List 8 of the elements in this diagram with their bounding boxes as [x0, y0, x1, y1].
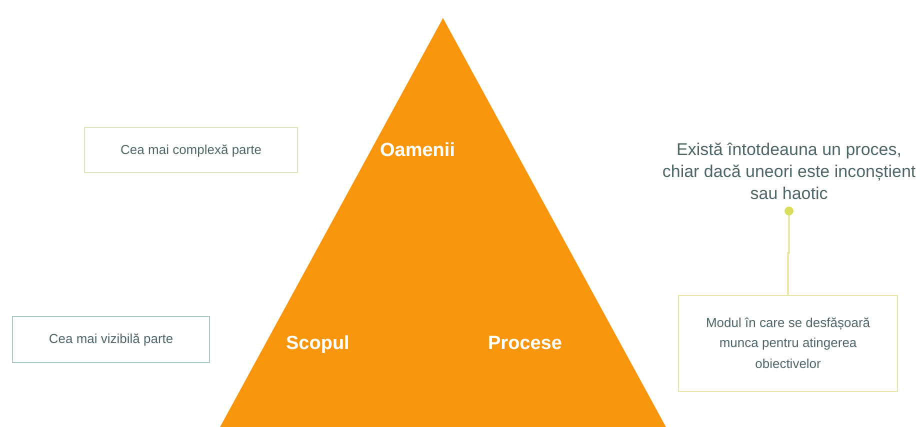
pyramid-label: Procese [488, 333, 562, 355]
note-box: Cea mai vizibilă parte [12, 316, 210, 363]
pyramid-label: Scopul [286, 333, 350, 355]
note-box: Modul în care se desfășoară munca pentru atingerea obiectivelor [678, 295, 898, 392]
pyramid-label: Oamenii [380, 140, 455, 162]
connector-line [784, 206, 794, 295]
note-text: Există întotdeauna un proces, chiar dacă uneori este inconștient sau haotic [660, 138, 918, 206]
note-box: Cea mai complexă parte [84, 127, 298, 173]
